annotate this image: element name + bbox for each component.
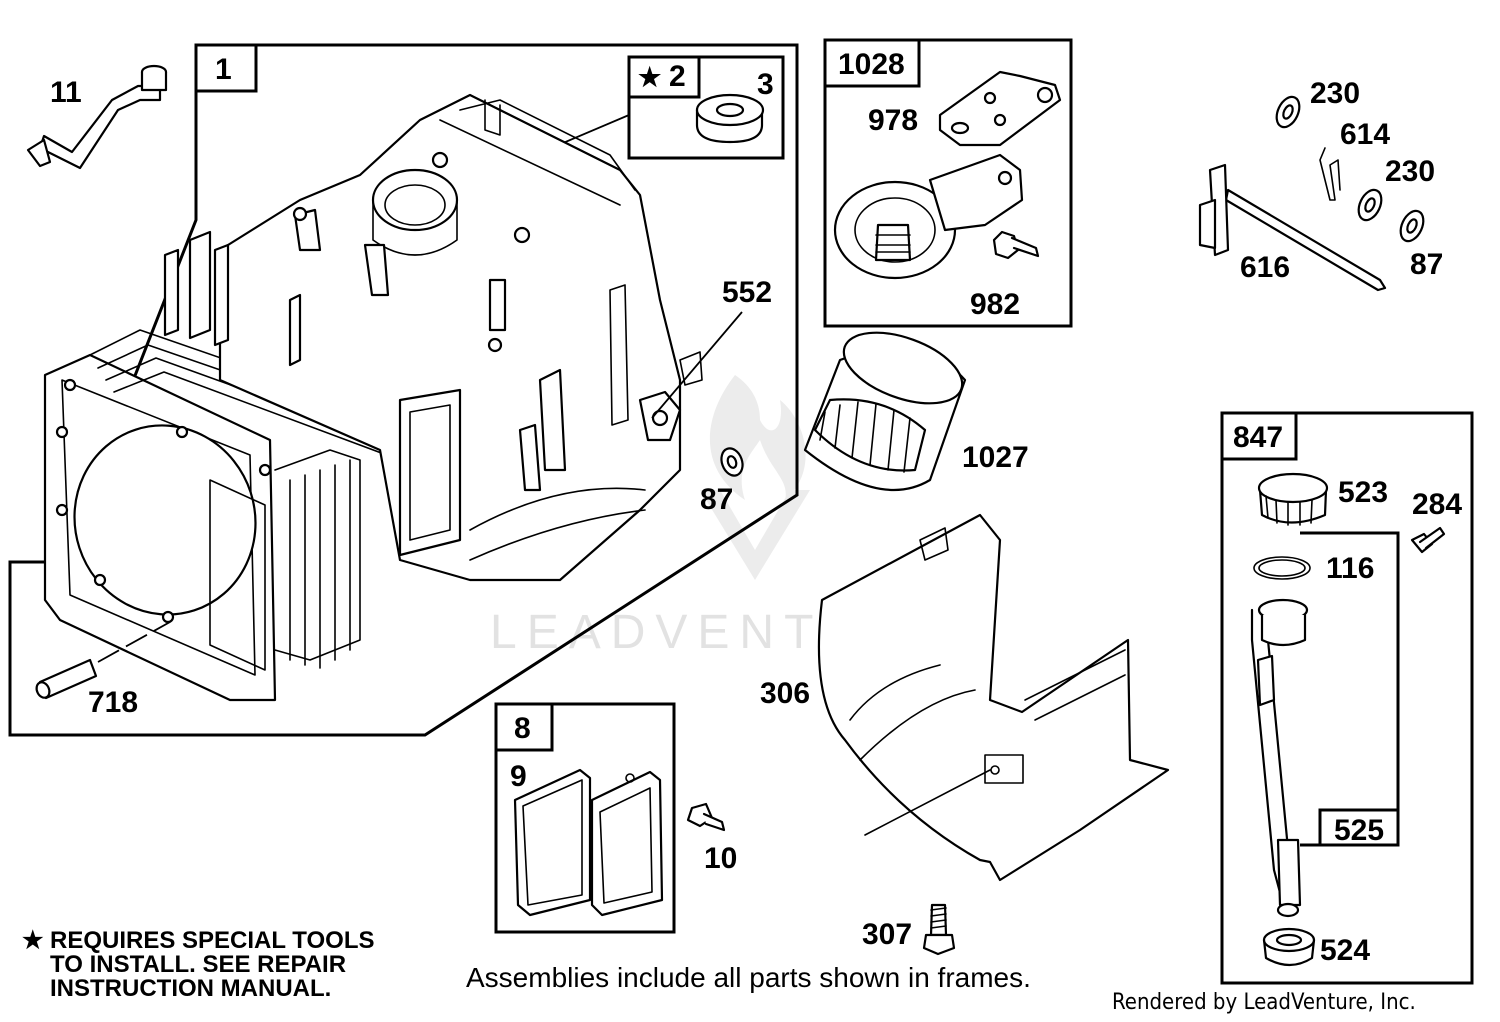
- base-shield-icon: [817, 513, 1170, 882]
- callout-524: 524: [1320, 934, 1370, 967]
- callout-284: 284: [1412, 488, 1462, 521]
- star-icon: ★: [638, 62, 662, 92]
- frame-assembly-8: [494, 702, 676, 934]
- callout-616: 616: [1240, 251, 1290, 284]
- callout-614: 614: [1340, 118, 1390, 151]
- bolt-icon: [992, 230, 1040, 260]
- callout-10: 10: [704, 842, 737, 875]
- callout-box-847: [1220, 411, 1298, 461]
- bolt-307-icon: [922, 903, 956, 956]
- note-line-2: TO INSTALL. SEE REPAIR: [50, 951, 346, 978]
- dowel-pin-icon: [35, 658, 98, 700]
- dipstick-cap-icon: [1257, 472, 1329, 526]
- callout-8: 8: [514, 712, 531, 745]
- callout-2: 2: [669, 60, 686, 93]
- callout-87-shaft: 87: [1410, 248, 1443, 281]
- frame-assembly-1028: [823, 38, 1073, 328]
- frame-assembly-2: [627, 55, 785, 160]
- callout-1: 1: [215, 53, 232, 86]
- washer-230-mid-icon: [1357, 188, 1383, 222]
- callout-box-2: [627, 55, 701, 99]
- grommet-icon: [1262, 927, 1316, 967]
- callout-525: 525: [1334, 814, 1384, 847]
- callout-1027: 1027: [962, 441, 1029, 474]
- frame-assembly-847: [1220, 411, 1474, 985]
- screw-284-icon: [1410, 526, 1446, 554]
- hairpin-clip-icon: [1319, 147, 1341, 201]
- callout-523: 523: [1338, 476, 1388, 509]
- callout-307: 307: [862, 918, 912, 951]
- washer-icon: [720, 447, 744, 477]
- callout-box-8: [494, 702, 554, 752]
- washer-230-top-icon: [1275, 95, 1301, 129]
- dipstick-tube-icon: [1250, 598, 1309, 918]
- leader-718: [97, 621, 171, 663]
- o-ring-icon: [1253, 556, 1311, 580]
- callout-87-block: 87: [700, 483, 733, 516]
- breather-gasket-icon: [513, 768, 592, 917]
- governor-shaft-icon: [1198, 163, 1387, 292]
- caption: Assemblies include all parts shown in fr…: [466, 962, 1031, 993]
- callout-552: 552: [722, 276, 772, 309]
- callout-9: 9: [510, 760, 527, 793]
- callout-11: 11: [50, 76, 82, 109]
- rendered-by: Rendered by LeadVenture, Inc.: [1112, 990, 1416, 1015]
- star-note-icon: ★: [22, 927, 44, 954]
- callout-230-mid: 230: [1385, 155, 1435, 188]
- note-line-3: INSTRUCTION MANUAL.: [50, 975, 331, 1002]
- callout-306: 306: [760, 677, 810, 710]
- callout-1028: 1028: [838, 48, 905, 81]
- gasket-icon: [938, 70, 1062, 147]
- callout-box-525: [1318, 808, 1400, 847]
- callout-718: 718: [88, 686, 138, 719]
- callout-847: 847: [1233, 421, 1283, 454]
- callout-box-1028: [823, 38, 921, 88]
- callout-box-1: [194, 43, 258, 93]
- callout-982: 982: [970, 288, 1020, 321]
- breather-cover-icon: [590, 770, 664, 917]
- seal-icon: [695, 93, 765, 144]
- leader-552: [651, 311, 743, 419]
- breather-tube-icon: [26, 64, 168, 170]
- callout-230-top: 230: [1310, 77, 1360, 110]
- engine-block-icon: [43, 93, 703, 702]
- callout-3: 3: [757, 68, 774, 101]
- oil-filter-adapter-icon: [833, 153, 1024, 280]
- oil-filter-icon: [803, 331, 967, 492]
- washer-87-icon: [1399, 209, 1425, 243]
- screw-10-icon: [686, 802, 726, 832]
- callout-116: 116: [1326, 552, 1374, 585]
- callout-978: 978: [868, 104, 918, 137]
- note-line-1: REQUIRES SPECIAL TOOLS: [50, 927, 375, 954]
